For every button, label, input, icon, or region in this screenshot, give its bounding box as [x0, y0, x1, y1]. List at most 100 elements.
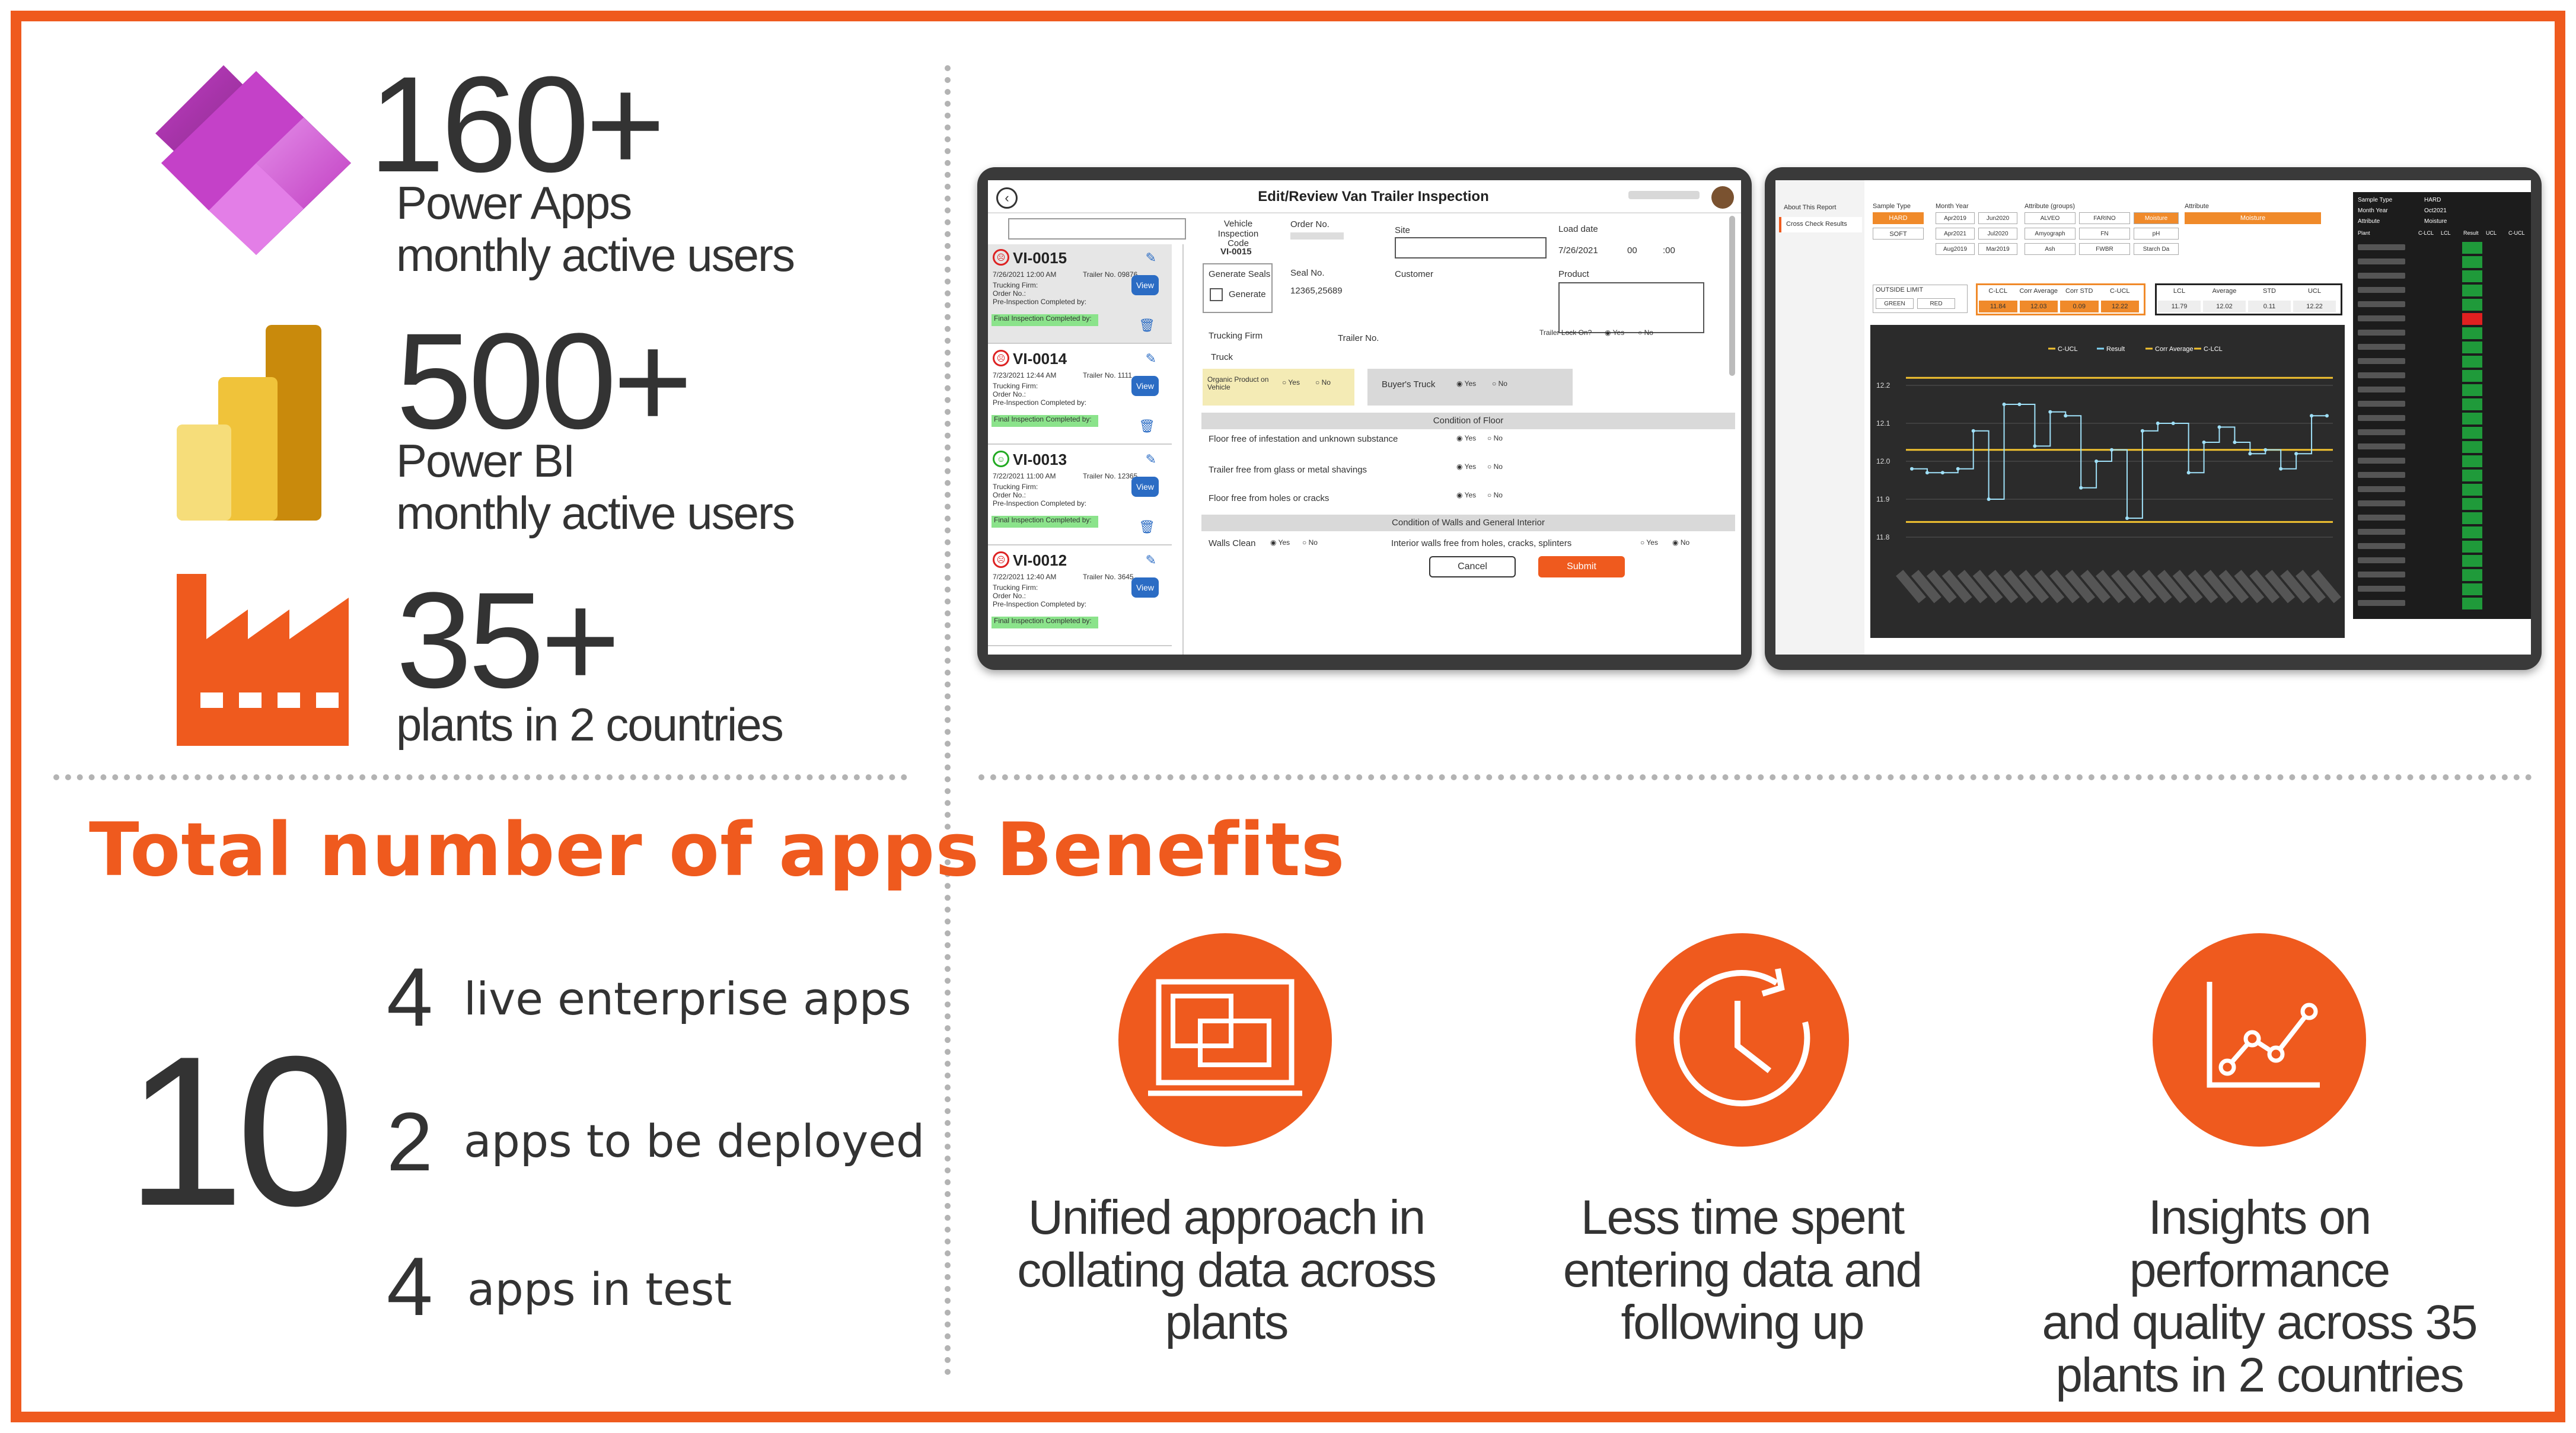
result-point[interactable]: [2233, 441, 2237, 444]
side-plant-name-blurred: [2358, 600, 2405, 606]
load-date-value[interactable]: 7/26/2021: [1558, 245, 1598, 256]
result-point[interactable]: [2002, 403, 2006, 406]
result-point[interactable]: [2171, 422, 2175, 425]
sample-type-hard[interactable]: HARD: [1873, 212, 1924, 224]
section-floor-header[interactable]: Condition of Floor: [1201, 413, 1735, 429]
record-card-vi-0014[interactable]: ☹ VI-0014 7/23/2021 12:44 AM Trailer No.…: [988, 345, 1172, 445]
section-walls-header[interactable]: Condition of Walls and General Interior: [1201, 515, 1735, 531]
edit-pencil-icon[interactable]: ✎: [1145, 351, 1156, 366]
view-button[interactable]: View: [1131, 376, 1159, 396]
result-point[interactable]: [2125, 516, 2129, 520]
result-point[interactable]: [2217, 425, 2221, 429]
limit-green-button[interactable]: GREEN: [1876, 298, 1914, 309]
lock-yes-radio[interactable]: ◉ Yes: [1605, 328, 1625, 337]
month-button-jul2020[interactable]: Jul2020: [1978, 228, 2017, 240]
result-point[interactable]: [1910, 467, 1914, 471]
floor-q1-no-radio[interactable]: ○ No: [1487, 434, 1503, 442]
sample-type-soft[interactable]: SOFT: [1873, 228, 1924, 240]
buyers-no-radio[interactable]: ○ No: [1492, 379, 1507, 388]
result-point[interactable]: [2033, 444, 2037, 448]
attribute-group-ph[interactable]: pH: [2134, 228, 2179, 240]
side-result-cell: [2462, 413, 2482, 425]
attribute-group-starch-da[interactable]: Starch Da: [2134, 243, 2179, 255]
submit-button[interactable]: Submit: [1538, 556, 1625, 577]
attribute-select[interactable]: Moisture: [2185, 212, 2321, 224]
attribute-label: Attribute: [2185, 203, 2209, 210]
result-point[interactable]: [2064, 414, 2068, 418]
month-button-apr2019[interactable]: Apr2019: [1936, 212, 1975, 224]
organic-no-radio[interactable]: ○ No: [1315, 378, 1331, 387]
result-point[interactable]: [1971, 429, 1975, 433]
delete-trash-icon[interactable]: 🗑: [1139, 519, 1155, 534]
generate-checkbox[interactable]: [1210, 288, 1223, 301]
attribute-group-moisture[interactable]: Moisture: [2134, 212, 2179, 224]
nav-cross-check-active[interactable]: Cross Check Results: [1779, 217, 1862, 232]
attribute-group-farino[interactable]: FARINO: [2079, 212, 2130, 224]
result-point[interactable]: [2094, 459, 2099, 463]
record-card-vi-0012[interactable]: ☹ VI-0012 7/22/2021 12:40 AM Trailer No.…: [988, 547, 1172, 646]
month-button-aug2019[interactable]: Aug2019: [1936, 243, 1975, 255]
search-input[interactable]: [1008, 218, 1186, 240]
result-point[interactable]: [2110, 448, 2114, 452]
seal-label: Seal No.: [1290, 268, 1325, 278]
edit-pencil-icon[interactable]: ✎: [1145, 553, 1156, 567]
cancel-button[interactable]: Cancel: [1429, 556, 1516, 577]
month-button-apr2021[interactable]: Apr2021: [1936, 228, 1975, 240]
site-input[interactable]: [1395, 237, 1547, 258]
view-button[interactable]: View: [1131, 577, 1159, 598]
result-point[interactable]: [2156, 422, 2160, 425]
record-card-vi-0015[interactable]: ☹ VI-0015 7/26/2021 12:00 AM Trailer No.…: [988, 244, 1172, 344]
month-button-jun2020[interactable]: Jun2020: [1978, 212, 2017, 224]
buyers-yes-radio[interactable]: ◉ Yes: [1456, 379, 1477, 388]
edit-pencil-icon[interactable]: ✎: [1145, 250, 1156, 265]
form-scrollbar[interactable]: [1729, 216, 1735, 376]
avatar[interactable]: [1711, 186, 1734, 209]
walls-q1-no-radio[interactable]: ○ No: [1302, 538, 1318, 547]
floor-q2-yes-radio[interactable]: ◉ Yes: [1456, 462, 1477, 471]
result-point[interactable]: [2294, 452, 2298, 456]
result-point[interactable]: [1956, 467, 1960, 471]
result-point[interactable]: [2248, 452, 2252, 456]
result-point[interactable]: [2186, 471, 2191, 475]
month-button-mar2019[interactable]: Mar2019: [1978, 243, 2017, 255]
organic-yes-radio[interactable]: ○ Yes: [1282, 378, 1300, 387]
walls-q2-yes-radio[interactable]: ○ Yes: [1640, 538, 1658, 547]
result-point[interactable]: [1940, 471, 1944, 475]
back-arrow-icon[interactable]: ‹: [996, 187, 1018, 209]
result-point[interactable]: [2325, 414, 2329, 418]
lock-no-radio[interactable]: ○ No: [1638, 328, 1653, 337]
view-button[interactable]: View: [1131, 275, 1159, 295]
minute-select[interactable]: :00: [1663, 245, 1675, 256]
floor-q3-yes-radio[interactable]: ◉ Yes: [1456, 491, 1477, 499]
limit-red-button[interactable]: RED: [1917, 298, 1955, 309]
walls-question-1: Walls Clean: [1209, 538, 1256, 548]
edit-pencil-icon[interactable]: ✎: [1145, 452, 1156, 467]
result-point[interactable]: [2202, 441, 2206, 444]
delete-trash-icon[interactable]: 🗑: [1139, 419, 1155, 433]
product-input[interactable]: [1558, 282, 1704, 333]
result-point[interactable]: [2310, 414, 2314, 418]
result-point[interactable]: [2079, 486, 2083, 490]
view-button[interactable]: View: [1131, 477, 1159, 497]
floor-q2-no-radio[interactable]: ○ No: [1487, 462, 1503, 471]
delete-trash-icon[interactable]: 🗑: [1139, 318, 1155, 333]
floor-q1-yes-radio[interactable]: ◉ Yes: [1456, 434, 1477, 442]
result-point[interactable]: [1987, 497, 1991, 501]
result-point[interactable]: [2017, 403, 2022, 406]
result-point[interactable]: [1925, 471, 1929, 475]
attribute-group-fn[interactable]: FN: [2079, 228, 2130, 240]
attribute-group-fwbr[interactable]: FWBR: [2079, 243, 2130, 255]
floor-q3-no-radio[interactable]: ○ No: [1487, 491, 1503, 499]
walls-q2-no-radio[interactable]: ◉ No: [1672, 538, 1690, 547]
hour-select[interactable]: 00: [1627, 245, 1637, 256]
nav-about[interactable]: About This Report: [1784, 204, 1837, 211]
result-point[interactable]: [2279, 467, 2283, 471]
record-card-vi-0013[interactable]: ☺ VI-0013 7/22/2021 11:00 AM Trailer No.…: [988, 446, 1172, 545]
walls-q1-yes-radio[interactable]: ◉ Yes: [1270, 538, 1290, 547]
attribute-group-amyograph[interactable]: Amyograph: [2025, 228, 2076, 240]
result-point[interactable]: [2048, 410, 2052, 414]
result-point[interactable]: [2140, 429, 2144, 433]
result-point[interactable]: [2263, 448, 2268, 452]
attribute-group-alveo[interactable]: ALVEO: [2025, 212, 2076, 224]
attribute-group-ash[interactable]: Ash: [2025, 243, 2076, 255]
